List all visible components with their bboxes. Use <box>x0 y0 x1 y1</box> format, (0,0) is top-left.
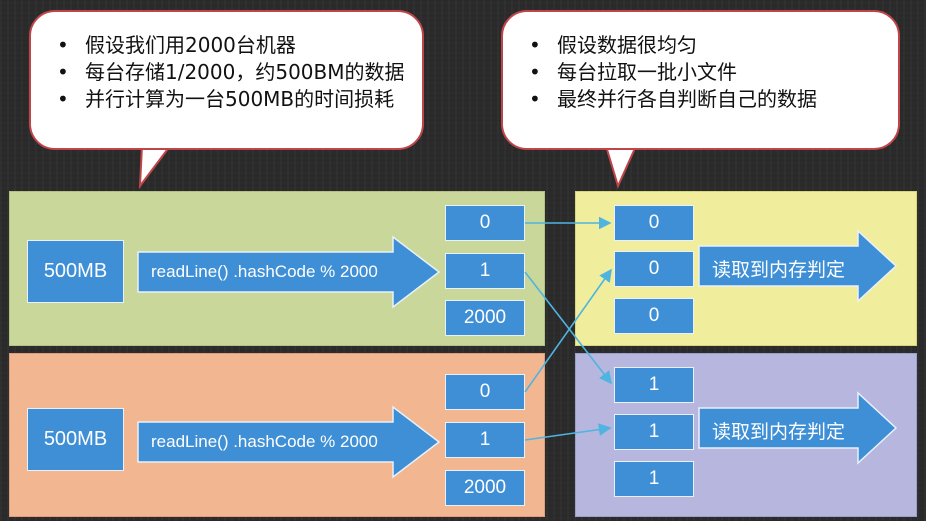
read-judge-arrow-shape <box>698 229 898 303</box>
speech-bubble-left: 假设我们用2000台机器 每台存储1/2000，约500BM的数据 并行计算为一… <box>29 10 424 150</box>
bucket-box: 2000 <box>445 300 525 336</box>
read-judge-label: 读取到内存判定 <box>712 259 846 281</box>
partition-box: 0 <box>614 251 694 287</box>
bubble-right-point-3: 最终并行各自判断自己的数据 <box>529 86 888 113</box>
bubble-tail-left <box>138 145 638 190</box>
partition-box: 0 <box>614 298 694 334</box>
partition-box: 1 <box>614 367 694 403</box>
bucket-box: 2000 <box>445 470 525 506</box>
hash-operation-label: readLine() .hashCode % 2000 <box>151 262 378 281</box>
bubble-left-point-2: 每台存储1/2000，约500BM的数据 <box>57 59 412 86</box>
partition-box: 1 <box>614 414 694 450</box>
connector-1-top <box>524 271 612 385</box>
bucket-box: 1 <box>445 253 525 289</box>
partition-box: 0 <box>614 205 694 241</box>
hash-arrow-shape <box>137 405 441 479</box>
hash-arrow-shape <box>137 235 441 309</box>
partition-box: 1 <box>614 461 694 497</box>
bubble-left-point-1: 假设我们用2000台机器 <box>57 32 412 59</box>
hash-operation-label: readLine() .hashCode % 2000 <box>151 432 378 451</box>
connector-1-bottom <box>524 423 612 441</box>
bubble-right-point-1: 假设数据很均匀 <box>529 32 888 59</box>
read-judge-label: 读取到内存判定 <box>712 421 846 443</box>
bubble-left-point-3: 并行计算为一台500MB的时间损耗 <box>57 86 412 113</box>
source-file-box: 500MB <box>27 408 124 471</box>
bucket-box: 1 <box>445 422 525 458</box>
bucket-box: 0 <box>445 205 525 241</box>
read-judge-arrow-shape <box>698 391 898 465</box>
speech-bubble-right: 假设数据很均匀 每台拉取一批小文件 最终并行各自判断自己的数据 <box>501 10 900 150</box>
bubble-right-point-2: 每台拉取一批小文件 <box>529 59 888 86</box>
connector-0-bottom <box>524 268 612 393</box>
source-file-box: 500MB <box>27 240 124 303</box>
bucket-box: 0 <box>445 374 525 410</box>
